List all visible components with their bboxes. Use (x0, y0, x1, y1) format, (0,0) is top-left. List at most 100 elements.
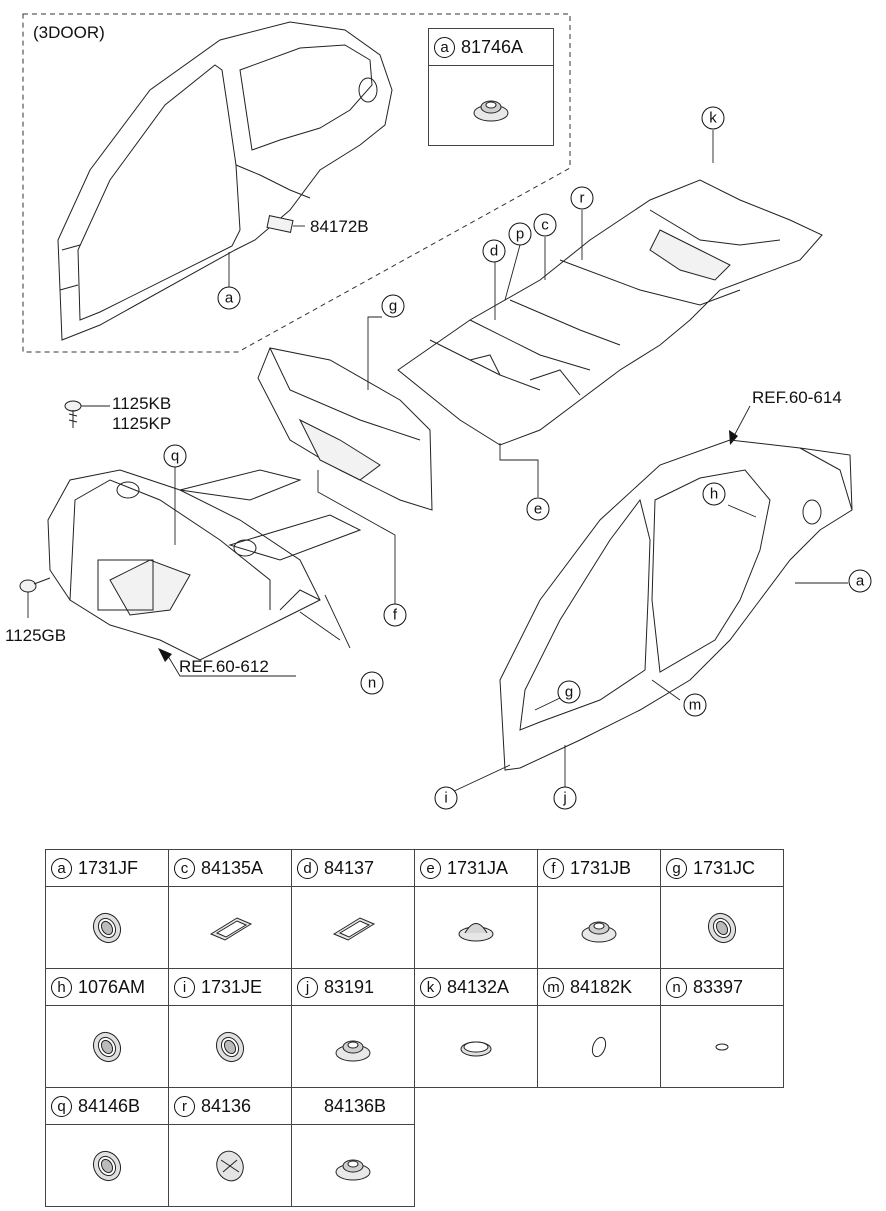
callout-c: c (533, 213, 557, 237)
legend-letter-circle: r (174, 1095, 195, 1117)
legend-part-number: 84137 (324, 857, 375, 878)
grommet-ring-icon (215, 1031, 245, 1062)
dash-panel (257, 347, 433, 511)
svg-text:g: g (389, 298, 397, 315)
callout-j: j (553, 786, 577, 810)
legend-cell: 84136B (291, 1087, 415, 1207)
grommet-ring-icon (92, 1031, 122, 1062)
stepped-plug-icon (473, 100, 509, 121)
svg-text:p: p (516, 226, 524, 243)
svg-text:i: i (444, 790, 447, 807)
oval-thin-icon (591, 1036, 607, 1057)
legend-part-picture (661, 1006, 783, 1087)
callout-q: q (163, 444, 187, 468)
svg-text:a: a (225, 290, 234, 307)
legend-cell-header: d 84137 (292, 850, 414, 887)
callout-r: r (570, 186, 594, 210)
legend-part-picture (661, 887, 783, 968)
svg-text:q: q (171, 448, 179, 465)
callout-i: i (434, 786, 458, 810)
legend-part-picture (46, 887, 168, 968)
legend-part-picture (292, 1125, 414, 1206)
callout-n: n (360, 671, 384, 695)
legend-cell: c 84135A (168, 849, 292, 969)
legend-letter-circle: i (174, 976, 195, 998)
legend-part-number: 1731JB (570, 857, 632, 878)
legend-letter-circle: d (297, 857, 318, 879)
legend-part-number: 1731JA (447, 857, 509, 878)
stepped-plug-icon (335, 1159, 371, 1180)
legend-part-number: 1076AM (78, 976, 146, 997)
legend-part-picture (169, 887, 291, 968)
legend-part-picture (292, 1006, 414, 1087)
legend-part-number: 84135A (201, 857, 264, 878)
front-end-module (47, 469, 362, 661)
label-1125kb: 1125KB (112, 394, 171, 413)
legend-part-number: 1731JC (693, 857, 756, 878)
legend-letter-circle: q (51, 1095, 72, 1117)
side-outer-panel-4door (499, 439, 853, 771)
legend-cell-header: c 84135A (169, 850, 291, 887)
legend-letter-circle: c (174, 857, 195, 879)
rect-plug-icon (332, 916, 376, 941)
legend-empty-cell (415, 1088, 538, 1207)
legend-part-picture (46, 1006, 168, 1087)
svg-text:m: m (689, 697, 702, 714)
legend-part-picture (169, 1125, 291, 1206)
legend-cell-header: 84136B (292, 1088, 414, 1125)
legend-part-number: 1731JF (78, 857, 139, 878)
label-1125gb: 1125GB (5, 626, 66, 645)
legend-letter-circle: j (297, 976, 318, 998)
legend-part-picture (415, 1006, 537, 1087)
legend-part-number: 83191 (324, 976, 375, 997)
legend-cell: d 84137 (291, 849, 415, 969)
svg-text:g: g (565, 684, 573, 701)
svg-text:c: c (541, 217, 549, 234)
part-84172b-shape (266, 215, 294, 233)
legend-part-picture (292, 887, 414, 968)
stepped-plug-icon (581, 921, 617, 942)
ref-60-612-label: REF.60-612 (179, 657, 269, 676)
svg-text:j: j (562, 790, 566, 807)
legend-letter-circle: k (420, 976, 441, 998)
legend-cell: f 1731JB (537, 849, 661, 969)
flat-plug-icon (460, 1041, 492, 1056)
inset-letter-circle: a (434, 36, 455, 58)
legend-part-number: 84136 (201, 1095, 252, 1116)
legend-part-number: 84182K (570, 976, 633, 997)
floor-pan-assembly (397, 179, 823, 446)
grommet-ring-icon (707, 912, 737, 943)
label-1125kp: 1125KP (112, 414, 171, 433)
legend-letter-circle: f (543, 857, 564, 879)
callout-e: e (526, 497, 550, 521)
label-84172b: 84172B (310, 217, 369, 236)
legend-empty-cell (538, 1088, 661, 1207)
legend-cell: j 83191 (291, 968, 415, 1088)
legend-part-picture (169, 1006, 291, 1087)
inset-part-number: 81746A (461, 36, 524, 57)
svg-text:e: e (534, 501, 542, 518)
svg-text:k: k (709, 110, 717, 127)
callout-g-bottom: g (557, 680, 581, 704)
svg-text:d: d (490, 243, 498, 260)
legend-part-number: 83397 (693, 976, 744, 997)
three-door-group-outline (22, 13, 571, 353)
legend-part-number: 84136B (324, 1095, 387, 1116)
side-outer-panel-3door (57, 21, 393, 341)
rect-plug-icon (209, 916, 253, 941)
legend-part-picture (46, 1125, 168, 1206)
grommet-ring-icon (92, 912, 122, 943)
